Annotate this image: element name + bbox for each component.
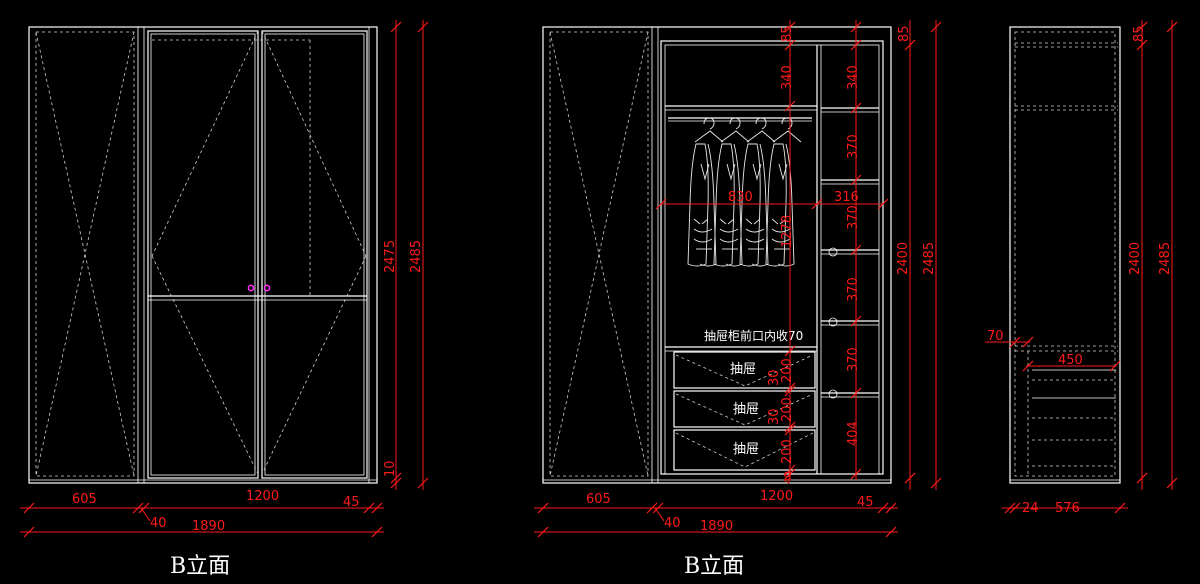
left-dim-605: 605 [72,492,97,507]
mid-dim-340-left: 340 [780,65,795,90]
mid-dim-370-c: 370 [846,277,861,302]
mid-dim-200-c: 200 [780,439,795,464]
mid-dim-45: 45 [857,495,874,510]
middle-elevation: 抽屉 抽屉 抽屉 抽屉柜前口内收70 605 1200 45 40 1890 8… [534,20,942,579]
left-dim-2485: 2485 [409,240,424,273]
left-caption: B立面 [170,554,230,579]
mid-dim-2400: 2400 [896,242,911,275]
drawer-3 [673,429,816,471]
mid-dim-85-right: 85 [897,25,912,42]
drawer-1 [673,351,816,389]
left-dimensions: 605 1200 45 40 1890 2475 2485 10 [20,20,429,538]
shelf-pin-icon [828,389,838,399]
left-outer-frame [28,26,378,484]
side-dimensions: 70 450 24 576 85 2400 2485 [985,20,1178,516]
door-left [147,30,259,479]
mid-dim-370-d: 370 [846,347,861,372]
mid-dim-370-a: 370 [846,134,861,159]
door-handle-left-icon [247,284,255,292]
middle-dimensions: 605 1200 45 40 1890 830 316 85 340 1278 … [534,20,942,538]
mid-dim-85: 85 [780,25,795,42]
left-dim-1200: 1200 [246,489,279,504]
left-dim-45: 45 [343,495,360,510]
side-dim-2400: 2400 [1128,242,1143,275]
mid-dim-605: 605 [586,492,611,507]
mid-dim-200-b: 200 [780,397,795,422]
left-dim-10: 10 [383,460,398,477]
mid-dim-1278: 1278 [780,215,795,248]
left-elevation: 605 1200 45 40 1890 2475 2485 10 B立面 [20,20,429,579]
side-outer-frame [1009,26,1121,484]
drawer-note: 抽屉柜前口内收70 [704,328,803,343]
mid-dim-40: 40 [664,516,681,531]
mid-dim-30-a: 30 [767,369,782,386]
mid-dim-1200: 1200 [760,489,793,504]
left-dim-40: 40 [150,516,167,531]
drawer-label-1: 抽屉 [730,362,756,377]
mid-dim-830: 830 [728,190,753,205]
middle-left-panel-dashed [549,31,649,477]
shelf-pin-icon [828,317,838,327]
drawer-label-3: 抽屉 [733,442,759,457]
drawer-2 [673,390,816,428]
left-dim-2475: 2475 [383,240,398,273]
left-panel-dashed [35,31,135,477]
left-dim-1890: 1890 [192,519,225,534]
mid-dim-404: 404 [846,421,861,446]
side-section: 70 450 24 576 85 2400 2485 [985,20,1178,516]
mid-dim-316: 316 [834,190,859,205]
mid-dim-340-right: 340 [846,65,861,90]
side-dim-85: 85 [1132,25,1147,42]
middle-outer-frame [542,26,892,484]
mid-dim-30-b: 30 [767,408,782,425]
side-dim-576: 576 [1055,501,1080,516]
door-handle-right-icon [263,284,271,292]
right-shelves [821,107,879,399]
drawer-stack: 抽屉 抽屉 抽屉 抽屉柜前口内收70 [665,328,817,471]
side-dim-24: 24 [1022,501,1039,516]
mid-dim-2485: 2485 [922,242,937,275]
shelf-pin-icon [828,247,838,257]
side-dim-70: 70 [987,329,1004,344]
mid-dim-370-b: 370 [846,205,861,230]
middle-caption: B立面 [684,554,744,579]
mid-dim-1890: 1890 [700,519,733,534]
side-dim-2485: 2485 [1158,242,1173,275]
door-right [261,30,368,479]
mid-dim-40-bottom: 40 [783,471,794,484]
mid-dim-200-a: 200 [780,358,795,383]
drawer-label-2: 抽屉 [733,402,759,417]
side-dim-450: 450 [1058,353,1083,368]
